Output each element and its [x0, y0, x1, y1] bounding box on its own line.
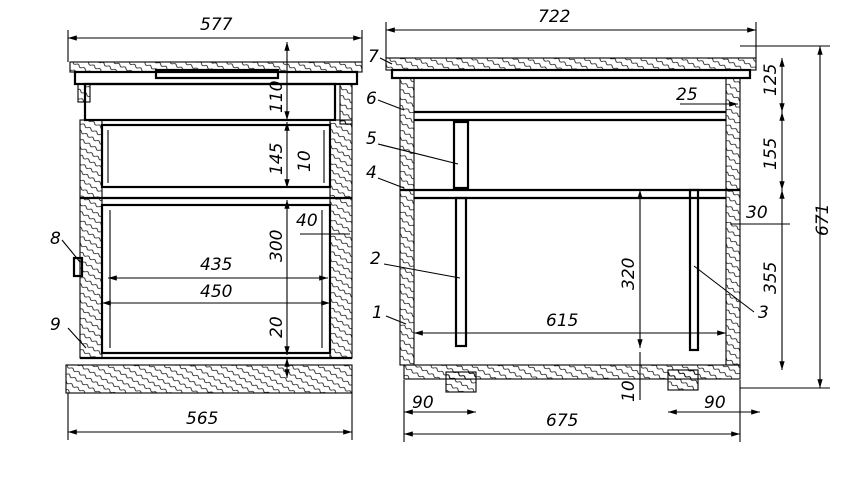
side-h-355: 355	[761, 262, 781, 294]
side-top-width: 722	[538, 7, 570, 27]
side-left-wall	[399, 189, 415, 366]
label-8: 8	[50, 229, 61, 249]
front-width-450: 450	[200, 282, 232, 302]
front-bottom-width: 565	[186, 409, 218, 429]
front-right-wall-upper	[329, 119, 353, 199]
front-h-10: 10	[295, 150, 315, 172]
front-upper-super	[83, 82, 337, 122]
side-right-wall-upper	[725, 77, 741, 191]
side-h-10: 10	[619, 380, 639, 402]
side-left-wall-upper	[399, 77, 415, 191]
side-bottom-board	[403, 364, 741, 380]
label-7: 7	[368, 47, 379, 67]
front-w-40: 40	[296, 211, 318, 231]
label-5: 5	[366, 129, 377, 149]
side-h-125: 125	[761, 64, 781, 96]
label-4: 4	[366, 163, 377, 183]
side-frame-bar-2	[454, 196, 468, 348]
front-half-frame	[100, 123, 332, 189]
front-bottom-board	[65, 364, 353, 394]
front-top-width: 577	[200, 15, 233, 35]
side-board-3	[688, 188, 700, 352]
label-3: 3	[758, 303, 769, 323]
side-h-320: 320	[619, 258, 639, 290]
front-left-wall-upper	[79, 119, 103, 199]
side-roof	[385, 57, 757, 71]
side-frame-lug-5	[452, 120, 470, 190]
label-6: 6	[366, 89, 377, 109]
side-w-90-left: 90	[412, 393, 434, 413]
front-width-435: 435	[200, 255, 232, 275]
side-h-671: 671	[813, 204, 833, 236]
front-left-wall	[79, 197, 103, 359]
side-w-90-right: 90	[704, 393, 726, 413]
side-right-support	[667, 369, 699, 391]
front-h-145: 145	[267, 143, 287, 175]
side-bottom-width: 675	[546, 411, 578, 431]
side-width-615: 615	[546, 311, 578, 331]
front-view: 577 8 9 435 450	[50, 15, 363, 440]
side-h-25: 25	[676, 85, 698, 105]
side-view: 722 7 6 5 4 2 1 3	[366, 7, 833, 442]
label-2: 2	[370, 249, 381, 269]
front-h-300: 300	[267, 230, 287, 262]
side-right-wall	[725, 189, 741, 366]
front-h-110: 110	[267, 81, 287, 113]
side-w-30: 30	[746, 203, 768, 223]
side-left-support	[445, 371, 477, 393]
front-frame	[100, 203, 332, 355]
label-9: 9	[50, 315, 61, 335]
side-h-155: 155	[761, 138, 781, 170]
front-right-wall	[329, 197, 353, 359]
label-1: 1	[372, 303, 383, 323]
front-entrance-8	[72, 256, 84, 278]
front-h-20: 20	[267, 316, 287, 338]
